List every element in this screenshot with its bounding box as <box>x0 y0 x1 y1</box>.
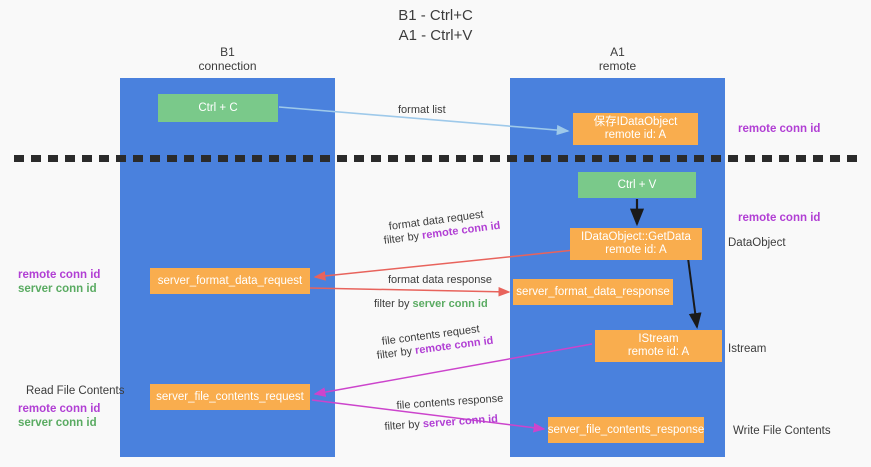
edge-label-file-contents-response-filter: filter by server conn id <box>384 412 498 434</box>
node-idataobject-getdata[interactable]: IDataObject::GetData remote id: A <box>570 228 702 260</box>
side-label-write-file-contents: Write File Contents <box>733 425 831 437</box>
filter-prefix-text: filter by <box>376 344 416 362</box>
side-label-left-conn-ids: remote conn id server conn id <box>18 268 100 296</box>
filter-prefix-text: filter by <box>383 229 423 247</box>
node-ctrl-v[interactable]: Ctrl + V <box>578 172 696 198</box>
node-idataobject[interactable]: 保存IDataObject remote id: A <box>573 113 698 145</box>
edge-label-file-contents-response: file contents response <box>396 392 504 412</box>
column-header-b1: B1 connection <box>198 45 257 73</box>
side-label-remote-conn-id-top: remote conn id <box>738 123 821 135</box>
side-label-left-conn-ids-2: remote conn id server conn id <box>18 402 100 430</box>
filter-prefix-text: filter by <box>374 298 413 310</box>
page-title: B1 - Ctrl+C A1 - Ctrl+V <box>398 7 473 44</box>
remote-conn-id-key: remote conn id <box>18 269 101 281</box>
side-label-istream: Istream <box>728 343 767 355</box>
remote-conn-id-key: remote conn id <box>18 403 101 415</box>
side-label-remote-conn-id-mid: remote conn id <box>738 212 821 224</box>
node-server-format-data-request[interactable]: server_format_data_request <box>150 268 310 294</box>
edge-label-format-data-response: format data response <box>388 274 492 286</box>
side-label-read-file-contents: Read File Contents <box>26 385 125 397</box>
edge-label-format-list: format list <box>398 104 446 116</box>
filter-prefix-text: filter by <box>384 418 424 433</box>
arrow-format-data-response <box>309 286 511 297</box>
node-server-file-contents-response[interactable]: server_file_contents_response <box>548 417 704 443</box>
column-header-a1: A1 remote <box>598 45 637 73</box>
edge-label-format-data-response-filter: filter by server conn id <box>374 297 488 311</box>
side-label-dataobject: DataObject <box>728 237 786 249</box>
node-ctrl-c[interactable]: Ctrl + C <box>158 94 278 122</box>
node-server-file-contents-request[interactable]: server_file_contents_request <box>150 384 310 410</box>
server-conn-id-key: server conn id <box>412 298 488 310</box>
server-conn-id-key: server conn id <box>18 417 97 429</box>
phase-divider-dashed-line <box>14 155 859 162</box>
server-conn-id-key: server conn id <box>18 283 97 295</box>
node-server-format-data-response[interactable]: server_format_data_response <box>513 279 673 305</box>
server-conn-id-key: server conn id <box>422 413 499 431</box>
node-istream[interactable]: IStream remote id: A <box>595 330 722 362</box>
